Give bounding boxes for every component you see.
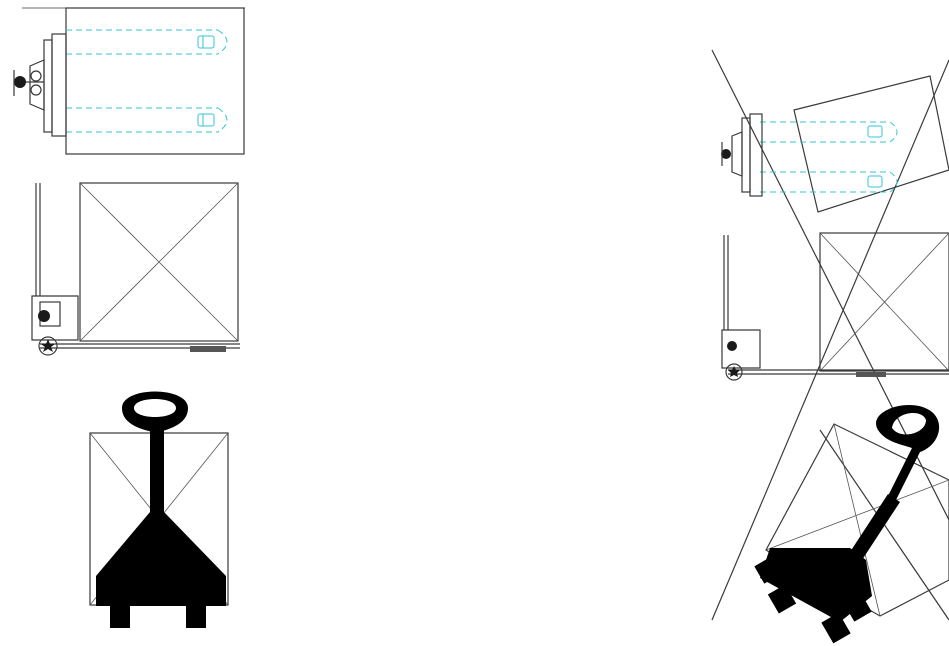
- left-top-view: [13, 7, 245, 155]
- left-silhouette-view: [89, 391, 229, 628]
- fork-wheels: [197, 35, 215, 127]
- right-composition: [711, 49, 949, 644]
- jack-head-top: [721, 113, 763, 197]
- right-side-view: [721, 232, 949, 381]
- load-roller: [190, 346, 226, 352]
- load-box: [79, 182, 239, 342]
- guide-lines: [711, 49, 949, 621]
- pallet-jack-silhouette-icon: [754, 405, 940, 644]
- fork-wheels: [867, 125, 883, 188]
- load-roller: [856, 372, 886, 377]
- right-top-view: [721, 75, 949, 213]
- steer-wheel-icon: [38, 336, 58, 356]
- handle-grip-icon: [14, 76, 26, 88]
- jack-head-top: [13, 33, 67, 137]
- left-side-view: [31, 182, 240, 356]
- handle-grip-icon: [721, 149, 731, 159]
- rotated-load-outline: [793, 75, 949, 213]
- steer-wheel-icon: [725, 363, 743, 381]
- pallet-jack-silhouette-icon: [96, 391, 226, 628]
- rotated-load-box: [765, 423, 949, 617]
- fork-dashed-lines: [760, 121, 898, 193]
- right-silhouette-view: [754, 405, 949, 644]
- fork-dashed-lines: [66, 29, 228, 133]
- load-box: [819, 232, 949, 372]
